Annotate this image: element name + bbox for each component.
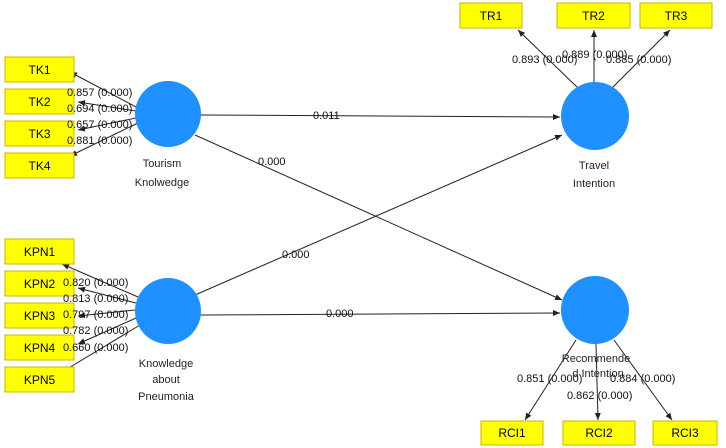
edge-kpn4 bbox=[77, 317, 137, 345]
coef-kpn-rci: 0.000 bbox=[326, 308, 354, 320]
edge-tr1 bbox=[517, 29, 579, 89]
indicator-rci3-label: RCI3 bbox=[671, 426, 699, 440]
indicator-tr3-label: TR3 bbox=[665, 9, 688, 23]
loading-tk3: 0.657 (0.000) bbox=[67, 119, 132, 131]
indicator-tr1-label: TR1 bbox=[480, 9, 503, 23]
indicator-tk3-label: TK3 bbox=[28, 127, 50, 141]
label-travel-2: Intention bbox=[573, 178, 615, 190]
indicator-kpn3-label: KPN3 bbox=[24, 309, 56, 323]
latent-recommend-intention[interactable] bbox=[561, 276, 629, 344]
loading-rci3: 0.884 (0.000) bbox=[610, 373, 675, 385]
loading-tr2: 0.889 (0.000) bbox=[562, 49, 627, 61]
loading-tr1: 0.893 (0.000) bbox=[512, 54, 577, 66]
indicator-tk2[interactable] bbox=[4, 88, 75, 115]
label-pneumonia-2: about bbox=[152, 374, 180, 386]
edge-kpn2 bbox=[77, 286, 137, 304]
latent-travel-intention[interactable] bbox=[561, 82, 629, 150]
loading-tk4: 0.881 (0.000) bbox=[67, 135, 132, 147]
indicator-tr2[interactable] bbox=[556, 2, 631, 29]
loading-kpn2: 0.813 (0.000) bbox=[63, 293, 128, 305]
coef-tk-tr: 0.011 bbox=[313, 110, 340, 122]
indicator-tk2-label: TK2 bbox=[28, 95, 50, 109]
edge-tk1 bbox=[69, 71, 139, 109]
path-kpn-rci[interactable] bbox=[199, 310, 561, 317]
loading-rci2: 0.862 (0.000) bbox=[567, 390, 632, 402]
path-kpn-tr[interactable] bbox=[194, 134, 563, 296]
loading-kpn3: 0.797 (0.000) bbox=[63, 309, 128, 321]
label-tourism-1: Tourism bbox=[143, 158, 182, 170]
indicator-tr3[interactable] bbox=[639, 2, 713, 29]
path-tk-tr[interactable] bbox=[199, 113, 561, 120]
loading-kpn1: 0.820 (0.000) bbox=[63, 277, 128, 289]
indicator-rci2-label: RCI2 bbox=[585, 426, 613, 440]
edge-rci2 bbox=[594, 343, 601, 421]
indicator-kpn4[interactable] bbox=[4, 334, 75, 361]
indicator-tk4[interactable] bbox=[4, 152, 75, 179]
edge-tk4 bbox=[69, 122, 139, 157]
edge-kpn3 bbox=[77, 309, 136, 319]
indicator-rci2[interactable] bbox=[562, 420, 636, 446]
edge-tr3 bbox=[611, 29, 671, 89]
indicator-tr2-label: TR2 bbox=[582, 9, 605, 23]
label-recommend-2: d Intention bbox=[572, 368, 623, 380]
indicator-rci1-label: RCI1 bbox=[498, 426, 526, 440]
loading-tk2: 0.694 (0.000) bbox=[67, 103, 132, 115]
indicator-rci3[interactable] bbox=[652, 420, 718, 446]
indicator-tk3[interactable] bbox=[4, 120, 75, 147]
indicator-tk1-label: TK1 bbox=[28, 63, 50, 77]
edge-kpn5 bbox=[61, 324, 141, 373]
edge-kpn1 bbox=[61, 263, 139, 298]
coef-tk-rci: 0.000 bbox=[258, 156, 286, 168]
loading-kpn4: 0.782 (0.000) bbox=[63, 325, 128, 337]
edge-tk2 bbox=[77, 100, 137, 112]
indicator-tr1[interactable] bbox=[459, 2, 523, 29]
indicator-tk1[interactable] bbox=[4, 56, 75, 83]
loading-tr3: 0.885 (0.000) bbox=[606, 54, 671, 66]
indicator-rci1[interactable] bbox=[480, 420, 544, 446]
label-recommend-1: Recommende bbox=[562, 353, 630, 365]
indicator-kpn1-label: KPN1 bbox=[24, 245, 56, 259]
indicator-kpn5-label: KPN5 bbox=[24, 373, 56, 387]
indicator-kpn3[interactable] bbox=[4, 302, 75, 329]
latent-knowledge-pneumonia[interactable] bbox=[135, 278, 201, 344]
path-tk-rci[interactable] bbox=[194, 134, 563, 301]
label-pneumonia-3: Pneumonia bbox=[138, 391, 195, 403]
coef-kpn-tr: 0.000 bbox=[282, 249, 310, 261]
loading-kpn5: 0.660 (0.000) bbox=[63, 342, 128, 354]
label-travel-1: Travel bbox=[579, 160, 609, 172]
label-tourism-2: Knolwedge bbox=[135, 177, 189, 189]
indicator-tk4-label: TK4 bbox=[28, 159, 50, 173]
label-pneumonia-1: Knowledge bbox=[139, 358, 193, 370]
indicator-kpn4-label: KPN4 bbox=[24, 341, 56, 355]
loading-rci1: 0.851 (0.000) bbox=[517, 373, 582, 385]
loading-tk1: 0.857 (0.000) bbox=[67, 87, 132, 99]
indicator-kpn5[interactable] bbox=[4, 366, 75, 393]
indicator-kpn2-label: KPN2 bbox=[24, 277, 56, 291]
edge-rci1 bbox=[524, 339, 577, 421]
latent-tourism-knowledge[interactable] bbox=[135, 81, 201, 147]
indicator-kpn1[interactable] bbox=[4, 238, 75, 265]
edge-rci3 bbox=[613, 339, 673, 421]
indicator-kpn2[interactable] bbox=[4, 270, 75, 297]
edge-tk3 bbox=[77, 117, 137, 132]
